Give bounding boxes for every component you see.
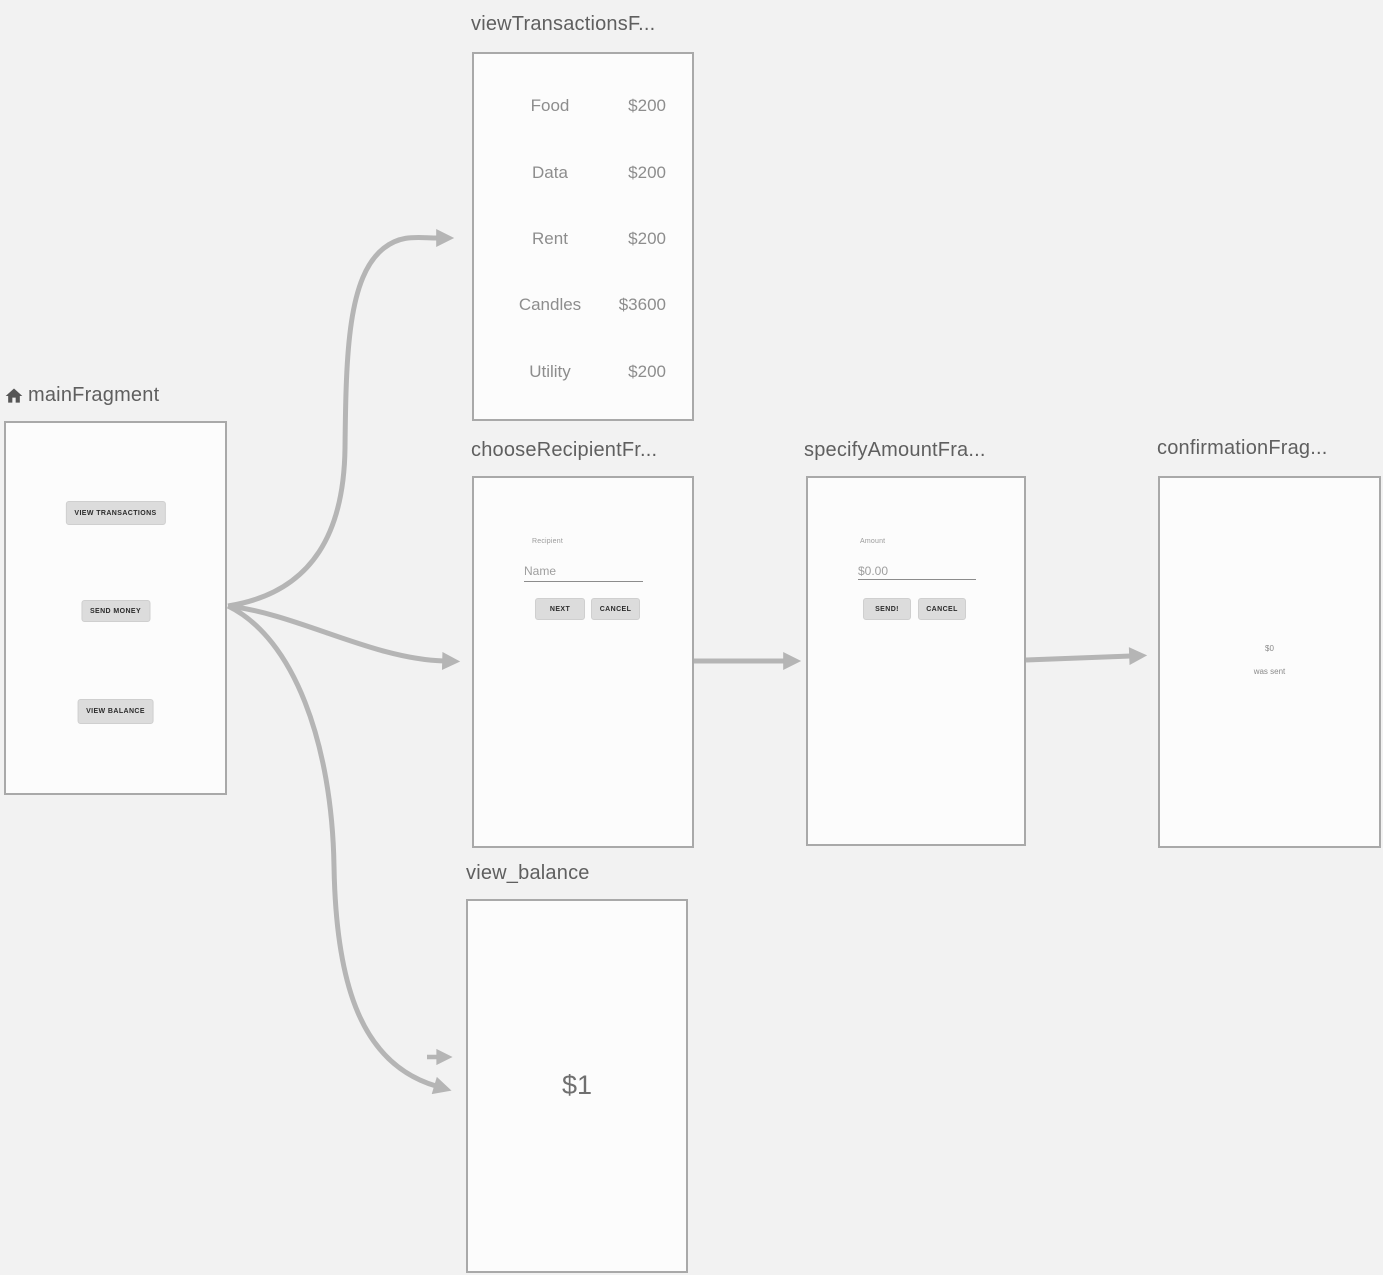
amount-input-underline: [858, 579, 976, 580]
cancel-button[interactable]: CANCEL: [591, 598, 640, 620]
fragment-title-main-label: mainFragment: [28, 384, 160, 406]
fragment-title-view-transactions: viewTransactionsF...: [471, 13, 655, 36]
amount-input[interactable]: $0.00: [858, 564, 889, 578]
confirmation-message-text: was sent: [1253, 667, 1286, 676]
transaction-row: Candles $3600: [504, 294, 666, 316]
fragment-choose-recipient[interactable]: Recipient Name NEXT CANCEL: [472, 476, 694, 848]
fragment-confirmation[interactable]: $0 was sent: [1158, 476, 1381, 848]
cancel-button[interactable]: CANCEL: [918, 598, 966, 620]
send-button[interactable]: SEND!: [863, 598, 911, 620]
fragment-title-choose-recipient-label: chooseRecipientFr...: [471, 439, 658, 461]
recipient-name-input[interactable]: Name: [524, 564, 557, 578]
fragment-title-view-balance-label: view_balance: [466, 862, 590, 884]
transaction-amount: $200: [628, 96, 666, 115]
home-icon: [5, 388, 23, 403]
fragment-title-confirmation: confirmationFrag...: [1157, 437, 1328, 460]
fragment-view-balance[interactable]: $1: [466, 899, 688, 1273]
action-specify-amount-to-confirmation[interactable]: [1025, 647, 1148, 666]
transaction-label: Food: [530, 96, 570, 115]
fragment-title-specify-amount: specifyAmountFra...: [804, 439, 986, 462]
fragment-title-view-transactions-label: viewTransactionsF...: [471, 13, 656, 35]
transaction-amount: $200: [628, 163, 666, 182]
fragment-main[interactable]: VIEW TRANSACTIONS SEND MONEY VIEW BALANC…: [4, 421, 227, 795]
transaction-row: Data $200: [504, 162, 666, 184]
action-main-to-view-balance[interactable]: [226, 603, 452, 1095]
transaction-amount: $3600: [618, 295, 666, 314]
transaction-row: Rent $200: [504, 228, 666, 250]
fragment-title-main: mainFragment: [4, 384, 159, 407]
fragment-specify-amount[interactable]: Amount $0.00 SEND! CANCEL: [806, 476, 1026, 846]
fragment-title-view-balance: view_balance: [466, 862, 590, 885]
confirmation-amount-text: $0: [1265, 644, 1274, 653]
recipient-field-label: Recipient: [532, 538, 563, 545]
transaction-label: Data: [532, 163, 568, 182]
recipient-input-underline: [524, 581, 643, 582]
action-main-to-choose-recipient[interactable]: [227, 603, 461, 670]
balance-text: $1: [561, 1070, 593, 1100]
action-main-to-view-transactions[interactable]: [227, 228, 455, 609]
transaction-label: Utility: [529, 362, 571, 381]
fragment-title-confirmation-label: confirmationFrag...: [1157, 437, 1328, 459]
transaction-amount: $200: [628, 229, 666, 248]
view-transactions-button[interactable]: VIEW TRANSACTIONS: [65, 501, 166, 525]
amount-field-label: Amount: [860, 538, 886, 545]
transaction-amount: $200: [628, 362, 666, 381]
fragment-view-transactions[interactable]: Food $200 Data $200 Rent $200 Candles $3…: [472, 52, 694, 421]
transaction-row: Utility $200: [504, 361, 666, 383]
fragment-title-specify-amount-label: specifyAmountFra...: [804, 439, 986, 461]
transaction-label: Candles: [518, 295, 582, 314]
next-button[interactable]: NEXT: [535, 598, 585, 620]
view-balance-button[interactable]: VIEW BALANCE: [77, 699, 154, 724]
transaction-label: Rent: [532, 229, 568, 248]
send-money-button[interactable]: SEND MONEY: [80, 600, 151, 622]
transaction-row: Food $200: [504, 95, 666, 117]
fragment-title-choose-recipient: chooseRecipientFr...: [471, 439, 657, 462]
